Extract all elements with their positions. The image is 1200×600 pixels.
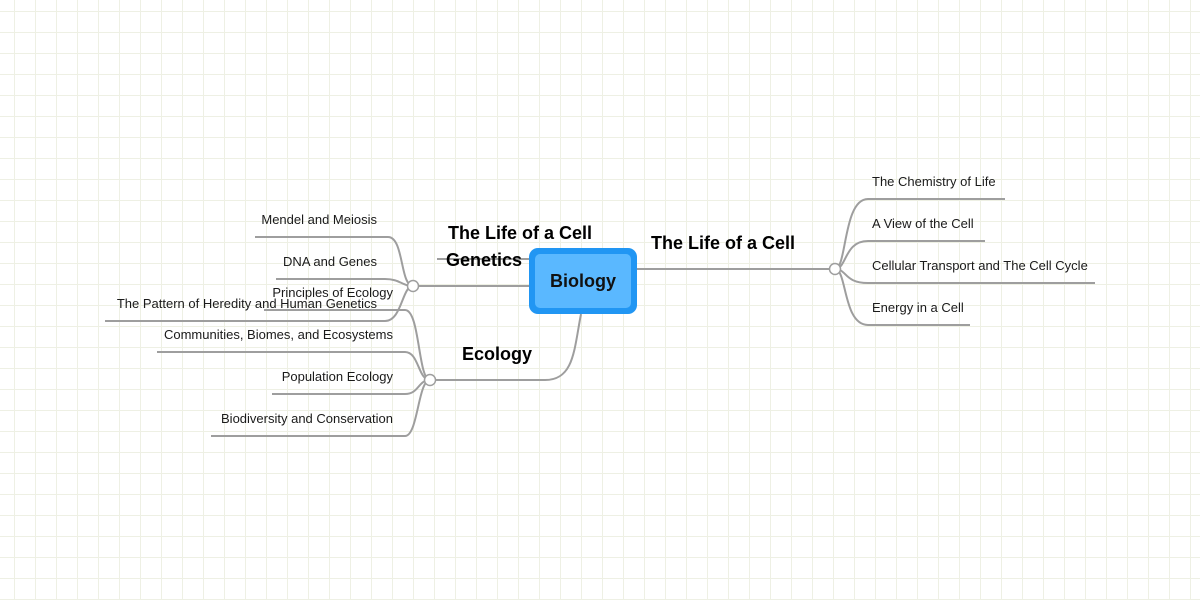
collapse-handle-upper-left [406, 279, 420, 293]
branch-title-upper-left[interactable]: The Life of a Cell [448, 223, 593, 243]
topic-lower-left-3[interactable]: Population Ecology [281, 369, 393, 384]
topic-lower-left-2[interactable]: Communities, Biomes, and Ecosystems [163, 327, 393, 342]
topic-right-3[interactable]: Cellular Transport and The Cell Cycle [872, 258, 1088, 273]
topic-upper-left-3[interactable]: The Pattern of Heredity and Human Geneti… [116, 296, 377, 311]
root-node-label: Biology [535, 254, 631, 308]
branch-title-upper-left-alt[interactable]: Genetics [446, 250, 523, 270]
collapse-handle-right [828, 262, 842, 276]
topic-upper-left-1[interactable]: Mendel and Meiosis [261, 212, 377, 227]
topic-right-2[interactable]: A View of the Cell [872, 216, 974, 231]
connector-lower-left-4 [211, 379, 431, 437]
topic-lower-left-4[interactable]: Biodiversity and Conservation [221, 411, 393, 426]
branch-title-lower-left[interactable]: Ecology [462, 344, 533, 364]
collapse-handle-lower-left [423, 373, 437, 387]
connector-root-lower-left [430, 313, 582, 381]
connector-right-4 [834, 268, 970, 326]
topic-upper-left-2[interactable]: DNA and Genes [283, 254, 377, 269]
topic-lower-left-1[interactable]: Principles of Ecology [272, 285, 393, 300]
topic-right-1[interactable]: The Chemistry of Life [872, 174, 996, 189]
topic-right-4[interactable]: Energy in a Cell [872, 300, 964, 315]
root-node[interactable]: Biology [529, 248, 637, 314]
branch-title-right[interactable]: The Life of a Cell [651, 233, 796, 253]
